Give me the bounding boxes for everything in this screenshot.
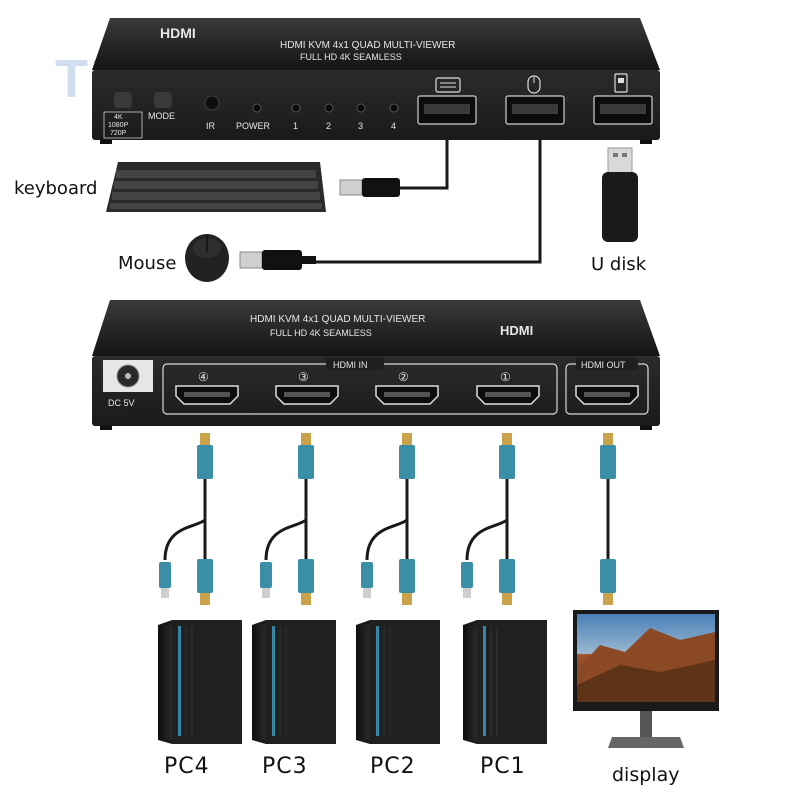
keyboard-icon	[435, 77, 461, 93]
led-1	[291, 103, 301, 113]
power-led	[252, 103, 262, 113]
ir-sensor	[204, 95, 220, 111]
keyboard-label: keyboard	[14, 178, 98, 199]
mode-button[interactable]	[154, 92, 172, 108]
hdmi-in-port-3[interactable]	[275, 385, 339, 405]
res-button[interactable]	[114, 92, 132, 108]
usb-branch-pc2	[365, 518, 408, 561]
kvm-rear-device: HDMI HDMI KVM 4x1 QUAD MULTI-VIEWER FULL…	[92, 300, 660, 430]
hdmi-out-port[interactable]	[575, 385, 639, 405]
usb-port-mouse[interactable]	[505, 95, 565, 125]
mouse-cable	[315, 140, 542, 264]
keyboard-cable	[400, 140, 449, 190]
pc-tower-3	[252, 620, 336, 744]
hdmi-plug-top-display	[600, 433, 616, 479]
hdmi-plug-bottom-pc2	[399, 559, 415, 605]
pc-towers	[158, 620, 547, 744]
mouse-icon	[527, 75, 541, 94]
dc-label: DC 5V	[108, 398, 135, 408]
kvm-cables	[159, 433, 616, 605]
hdmi-plug-bottom-display	[600, 559, 616, 605]
power-label: POWER	[236, 121, 271, 131]
usb-port-keyboard[interactable]	[417, 95, 477, 125]
res-1080p: 1080P	[108, 122, 129, 129]
display-label: display	[612, 764, 680, 786]
led-3-label: 3	[358, 121, 363, 131]
hdmi-plug-bottom-pc1	[499, 559, 515, 605]
kvm-front-device: HDMI HDMI KVM 4x1 QUAD MULTI-VIEWER FULL…	[92, 18, 660, 144]
ir-label: IR	[206, 121, 216, 131]
keyboard	[106, 162, 326, 212]
usb-plug-pc2	[361, 562, 373, 598]
port-number-2: ②	[398, 370, 409, 384]
keyboard-usb-plug	[339, 178, 400, 197]
mouse-usb-plug	[239, 250, 316, 270]
led-2	[324, 103, 334, 113]
pc1-label: PC1	[480, 754, 526, 779]
hdmi-out-label: HDMI OUT	[581, 360, 626, 370]
led-1-label: 1	[293, 121, 298, 131]
pc3-label: PC3	[262, 754, 308, 779]
pc-tower-1	[463, 620, 547, 744]
pc-tower-4	[158, 620, 242, 744]
monitor	[573, 610, 719, 748]
top-brand: HDMI	[160, 25, 196, 41]
hdmi-in-label: HDMI IN	[333, 360, 368, 370]
led-2-label: 2	[326, 121, 331, 131]
pc-tower-2	[356, 620, 440, 744]
hdmi-in-port-1[interactable]	[476, 385, 540, 405]
led-4	[389, 103, 399, 113]
usb-plug-pc4	[159, 562, 171, 598]
port-number-1: ①	[500, 370, 511, 384]
pc2-label: PC2	[370, 754, 416, 779]
rear-brand: HDMI	[500, 323, 533, 338]
usb-drive-icon	[614, 73, 628, 93]
hdmi-plug-bottom-pc3	[298, 559, 314, 605]
hdmi-in-port-4[interactable]	[175, 385, 239, 405]
hdmi-plug-top-pc4	[197, 433, 213, 479]
mode-label: MODE	[148, 111, 175, 121]
hdmi-plug-bottom-pc4	[197, 559, 213, 605]
res-720p: 720P	[110, 130, 127, 137]
rear-subtitle: FULL HD 4K SEAMLESS	[270, 328, 372, 338]
res-4k: 4K	[114, 114, 123, 121]
mouse	[185, 234, 229, 282]
usb-plug-pc3	[260, 562, 272, 598]
top-subtitle: FULL HD 4K SEAMLESS	[300, 52, 402, 62]
port-number-3: ③	[298, 370, 309, 384]
hdmi-in-port-2[interactable]	[375, 385, 439, 405]
udisk-label: U disk	[591, 254, 647, 275]
usb-branch-pc1	[465, 518, 508, 561]
led-3	[356, 103, 366, 113]
hdmi-plug-top-pc1	[499, 433, 515, 479]
mouse-label: Mouse	[118, 253, 177, 274]
rear-title: HDMI KVM 4x1 QUAD MULTI-VIEWER	[250, 314, 425, 325]
usb-flash-drive	[602, 147, 638, 242]
top-title: HDMI KVM 4x1 QUAD MULTI-VIEWER	[280, 40, 455, 51]
hdmi-plug-top-pc2	[399, 433, 415, 479]
led-4-label: 4	[391, 121, 396, 131]
port-number-4: ④	[198, 370, 209, 384]
hdmi-plug-top-pc3	[298, 433, 314, 479]
usb-plug-pc1	[461, 562, 473, 598]
usb-port-udisk[interactable]	[593, 95, 653, 125]
pc4-label: PC4	[164, 754, 210, 779]
usb-branch-pc3	[264, 518, 307, 561]
usb-branch-pc4	[163, 518, 206, 561]
